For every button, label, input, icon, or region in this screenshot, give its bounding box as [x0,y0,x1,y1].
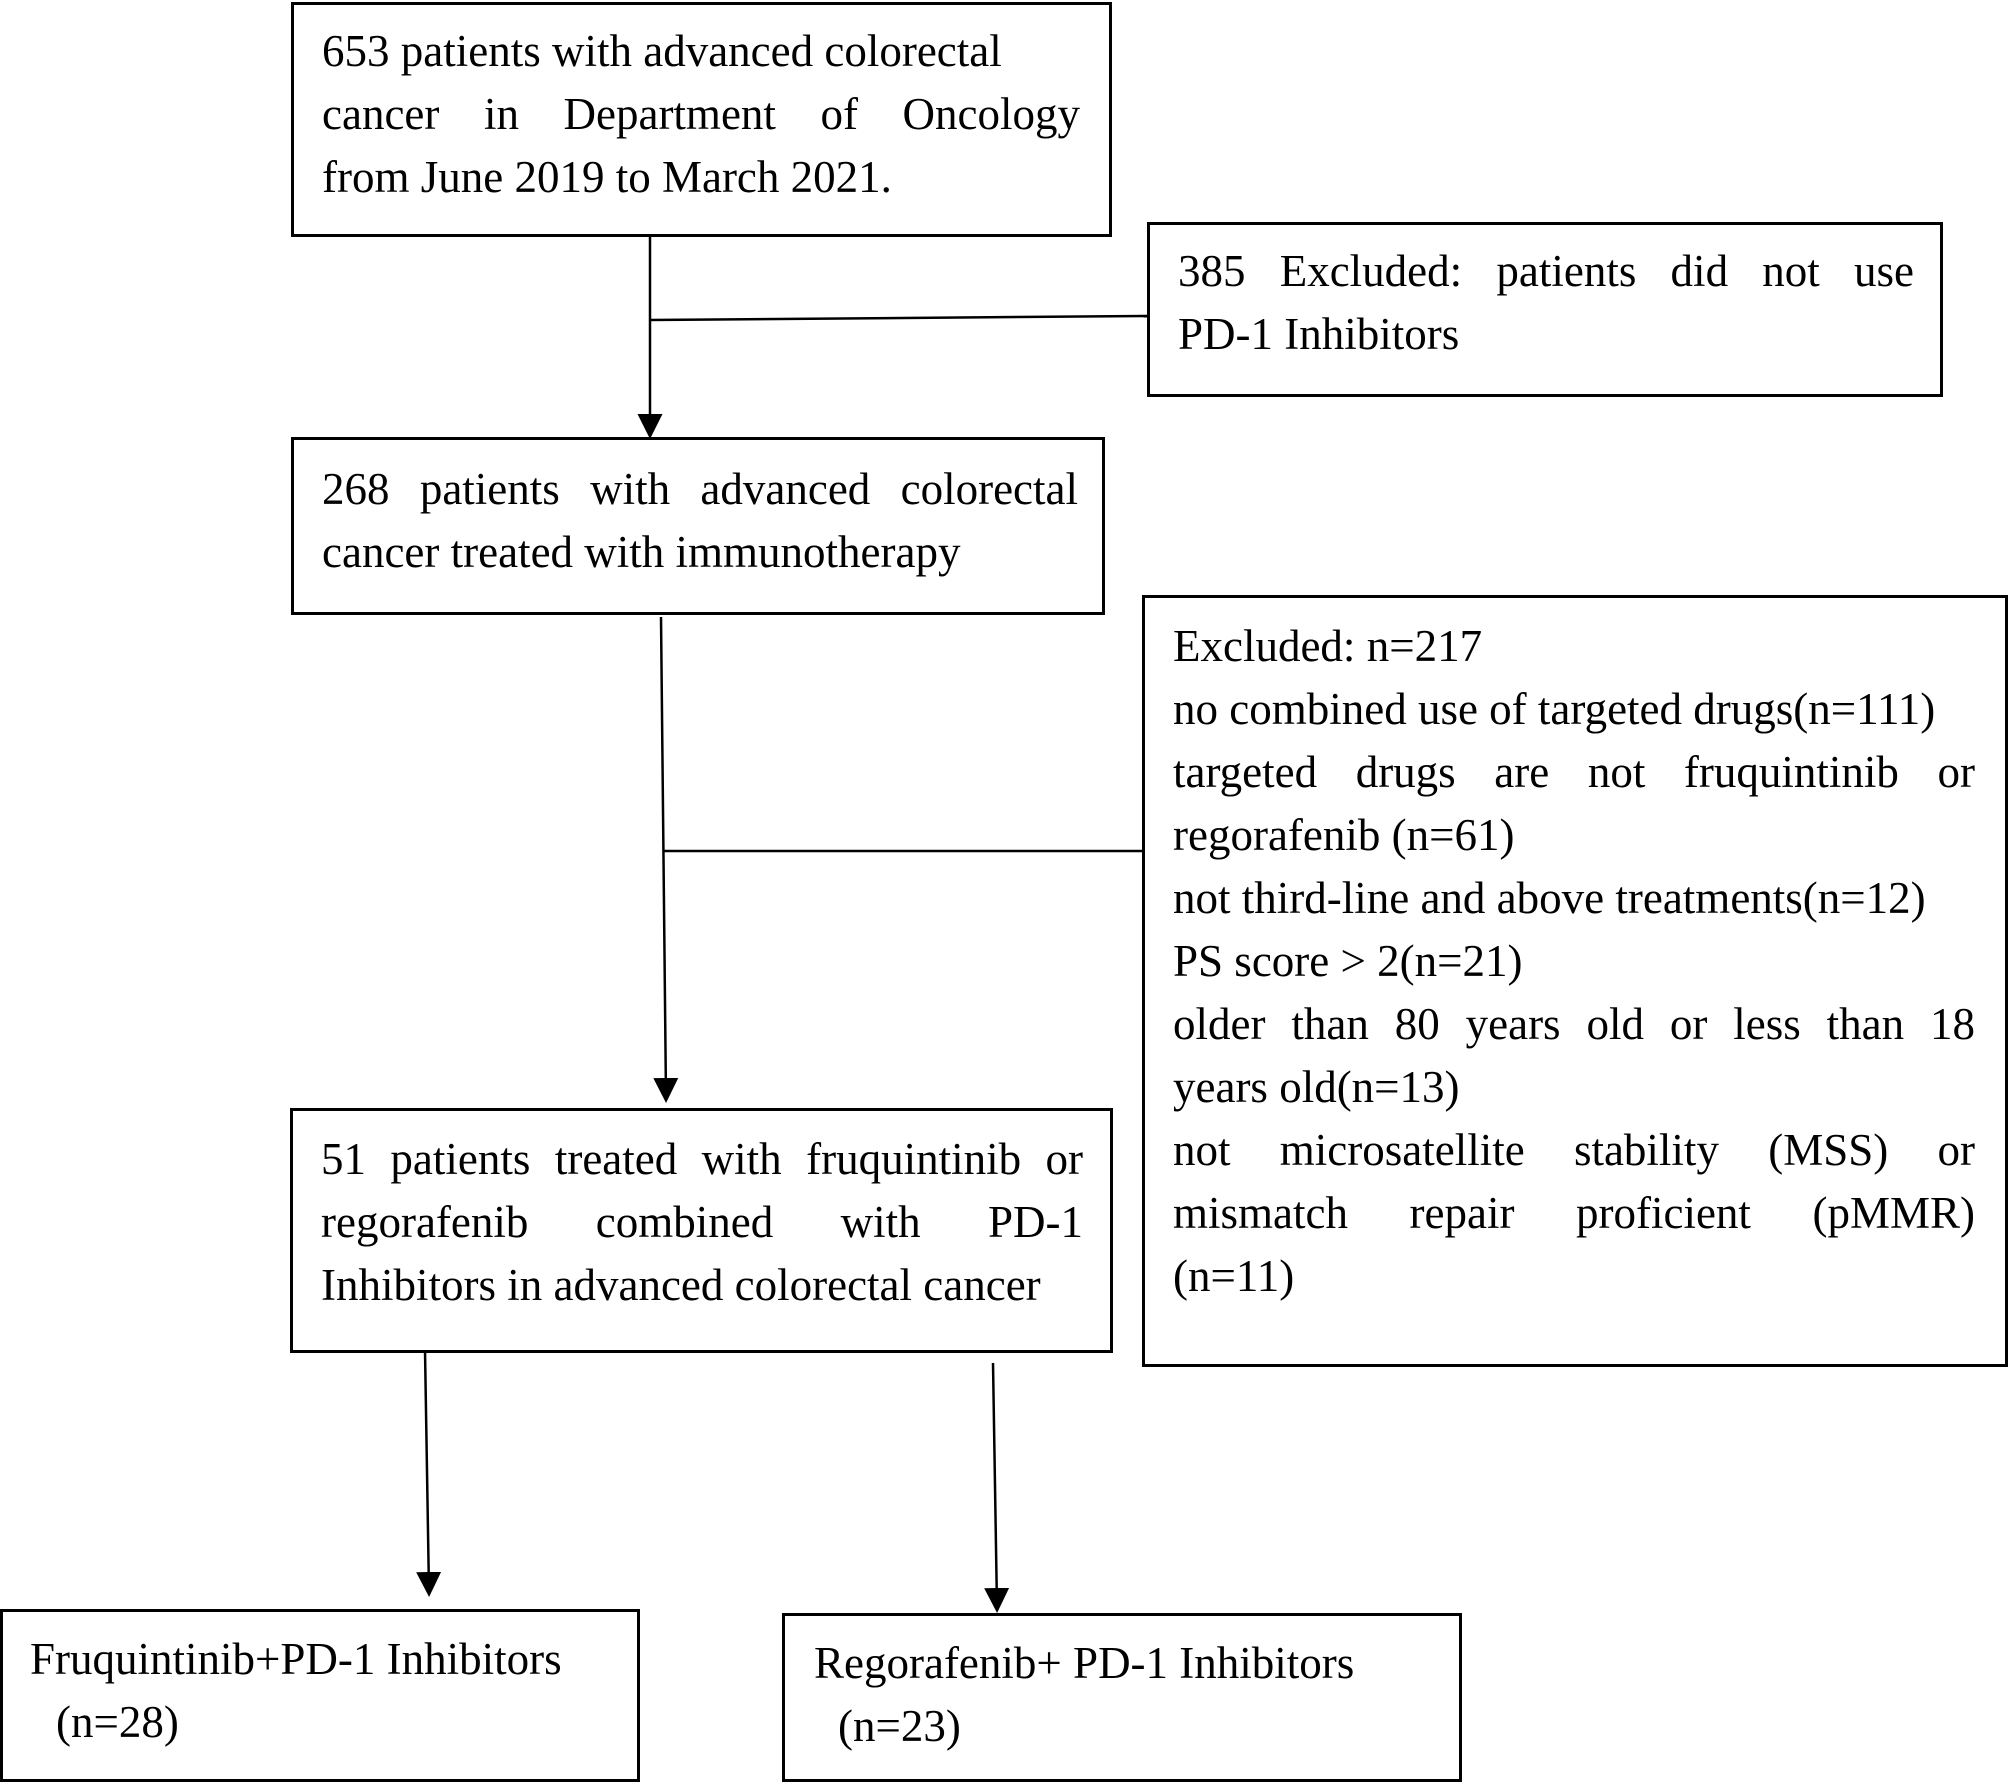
exclusion-reason: regorafenib (n=61) [1173,810,1515,860]
start-line: 653 patients with advanced colorectal [322,26,1002,76]
immunotherapy-population-box [291,437,1105,615]
regorafenib-group-text: Regorafenib+ PD-1 Inhibitors (n=23) [814,1632,1454,1758]
fruquintinib-group-box [0,1609,640,1782]
start-population-box [291,2,1112,237]
excluded-no-pd1-text: 385 Excluded: patients did not use PD-1 … [1178,240,1914,366]
exclusion-reason: years old(n=13) [1173,1062,1460,1112]
immuno-line: cancer treated with immunotherapy [322,527,961,577]
arrow-to-regorafenib [984,1362,1010,1613]
regorafenib-group-box [782,1613,1462,1782]
exclusion-reason: older than 80 years old or less than 18 [1173,999,1975,1049]
excluded-no-pd1-box [1147,222,1943,397]
branch-to-excluded-1 [649,314,1149,322]
fruquintinib-group-text: Fruquintinib+PD-1 Inhibitors (n=28) [30,1628,630,1754]
study-cohort-text: 51 patients treated with fruquintinib or… [321,1128,1083,1317]
start-line: from June 2019 to March 2021. [322,152,892,202]
fruquintinib-group-label: Fruquintinib+PD-1 Inhibitors [30,1634,562,1684]
exclusion-reason: not microsatellite stability (MSS) or [1173,1125,1975,1175]
excluded-criteria-box [1142,595,2008,1367]
excluded-criteria-title: Excluded: n=217 [1173,621,1483,671]
exclusion-reason: PS score > 2(n=21) [1173,936,1523,986]
exclusion-reason: (n=11) [1173,1251,1295,1301]
excluded-no-pd1-line: PD-1 Inhibitors [1178,309,1460,359]
exclusion-reason: not third-line and above treatments(n=12… [1173,873,1926,923]
excluded-no-pd1-line: 385 Excluded: patients did not use [1178,246,1914,296]
start-line: cancer in Department of Oncology [322,89,1080,139]
immuno-line: 268 patients with advanced colorectal [322,464,1078,514]
fruquintinib-group-count: (n=28) [56,1697,179,1747]
arrow-immuno-to-combined [653,616,679,1103]
excluded-criteria-text: Excluded: n=217 no combined use of targe… [1173,615,1975,1308]
regorafenib-group-label: Regorafenib+ PD-1 Inhibitors [814,1638,1355,1688]
immunotherapy-population-text: 268 patients with advanced colorectal ca… [322,458,1078,584]
regorafenib-group-count: (n=23) [838,1701,961,1751]
exclusion-reason: mismatch repair proficient (pMMR) [1173,1188,1975,1238]
cohort-line: 51 patients treated with fruquintinib or [321,1134,1083,1184]
cohort-line: regorafenib combined with PD-1 [321,1197,1083,1247]
study-cohort-box [290,1108,1113,1353]
exclusion-reason: targeted drugs are not fruquintinib or [1173,747,1975,797]
cohort-line: Inhibitors in advanced colorectal cancer [321,1260,1041,1310]
arrow-to-fruquintinib [416,1349,442,1597]
exclusion-reason: no combined use of targeted drugs(n=111) [1173,684,1936,734]
start-population-text: 653 patients with advanced colorectal ca… [322,20,1080,209]
